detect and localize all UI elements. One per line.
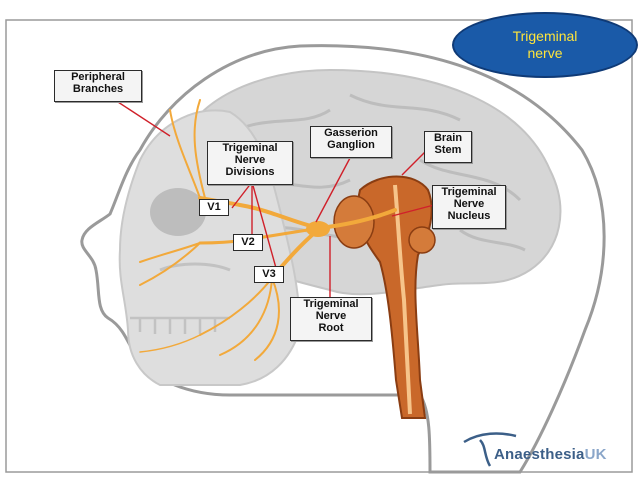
frame: [5, 19, 633, 473]
label-gasserion-ganglion: Gasserion Ganglion: [310, 126, 392, 158]
logo-swoosh-icon: [463, 432, 517, 467]
ganglion-node: [306, 221, 330, 237]
pointer-lines: [117, 101, 435, 300]
label-brain-stem: Brain Stem: [424, 131, 472, 163]
anaesthesiauk-logo: AnaesthesiaUK: [460, 428, 630, 472]
title-line-2: nerve: [527, 45, 563, 61]
label-v2: V2: [233, 234, 263, 251]
label-peripheral-branches: Peripheral Branches: [54, 70, 142, 102]
teeth: [130, 316, 230, 334]
title-line-1: Trigeminal: [512, 28, 578, 44]
label-trigeminal-nerve-root: Trigeminal Nerve Root: [290, 297, 372, 341]
logo-text: AnaesthesiaUK: [494, 446, 607, 463]
label-trigeminal-nerve-nucleus: Trigeminal Nerve Nucleus: [432, 185, 506, 229]
title-badge: Trigeminal nerve: [452, 12, 638, 78]
brain-folds: [219, 93, 526, 252]
logo-text-main: Anaesthesia: [494, 446, 585, 463]
logo-text-suffix: UK: [584, 446, 607, 463]
eye-socket: [150, 188, 206, 236]
label-v3: V3: [254, 266, 284, 283]
label-v1: V1: [199, 199, 229, 216]
label-trigeminal-nerve-divisions: Trigeminal Nerve Divisions: [207, 141, 293, 185]
